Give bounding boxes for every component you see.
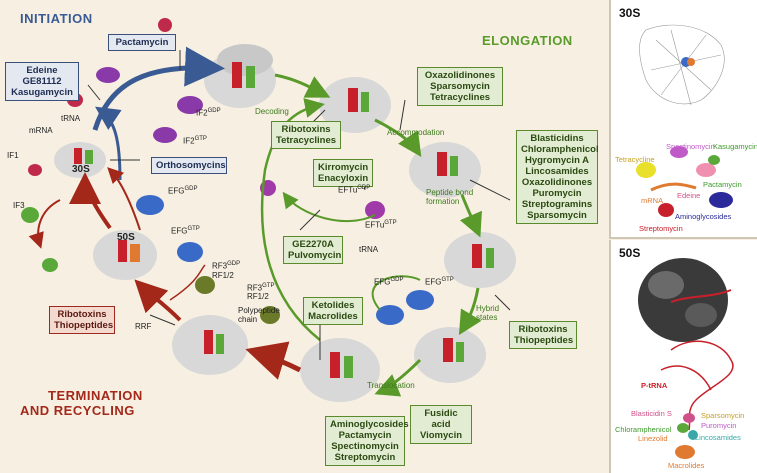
rf3gtp-label: RF3GTP <box>247 283 275 293</box>
peptide-bond-label: Peptide bond <box>426 188 474 197</box>
mrna-panel-label: mRNA <box>641 196 664 205</box>
pactamycin-label: Pactamycin <box>703 180 742 189</box>
chain-label: chain <box>238 315 258 324</box>
panel-30s: 30S Spectinomycin Kasugamycin Tetracycli… <box>609 0 757 239</box>
trna2-label: tRNA <box>359 245 379 254</box>
panel-30s-title: 30S <box>619 6 641 20</box>
if2gdp-label: IF2GDP <box>196 108 221 118</box>
formation-label: formation <box>426 197 460 206</box>
blasticidin-label: Blasticidin S <box>631 409 672 418</box>
structure-50s <box>638 258 734 459</box>
kasugamycin-label: Kasugamycin <box>713 142 757 151</box>
streptomycin-label: Streptomycin <box>639 224 683 233</box>
50s-label: 50S <box>117 232 135 243</box>
panel-50s-title: 50S <box>619 246 641 260</box>
accommodation-label: Accommodation <box>387 128 445 137</box>
eftu-gdp-label: EFTuGDP <box>338 185 371 195</box>
if3-label: IF3 <box>13 201 25 210</box>
aminoglycosides-label: Aminoglycosides <box>675 212 732 221</box>
puromycin-label: Puromycin <box>701 421 737 430</box>
translocation-label: Translocation <box>367 381 415 390</box>
linezolid-label: Linezolid <box>638 434 668 443</box>
chloramphenicol-label: Chloramphenicol <box>615 425 672 434</box>
efg-gdp2-label: EFGGDP <box>374 277 404 287</box>
if1-label: IF1 <box>7 151 19 160</box>
panel-50s: 50S P-tRNA Blasticidin S Sparsomycin Pur… <box>609 240 757 473</box>
efg-gtp-label: EFGGTP <box>171 226 200 236</box>
efg-gtp2-label: EFGGTP <box>425 277 454 287</box>
initiation-title: INITIATION <box>20 11 93 26</box>
hybrid-label: Hybrid <box>476 304 500 313</box>
polypeptide-label: Polypeptide <box>238 306 280 315</box>
states-label: states <box>476 313 498 322</box>
macrolides-label: Macrolides <box>668 461 705 470</box>
sparsomycin-label: Sparsomycin <box>701 411 745 420</box>
decoding-label: Decoding <box>255 107 289 116</box>
diagram-arrows <box>21 18 516 402</box>
mrna-label: mRNA <box>29 126 53 135</box>
30s-label: 30S <box>72 164 90 175</box>
eftu-gtp-label: EFTuGTP <box>365 220 397 230</box>
rf12b-label: RF1/2 <box>247 292 269 301</box>
spectinomycin-label: Spectinomycin <box>666 142 715 151</box>
trna-label: tRNA <box>61 114 81 123</box>
tetracycline-label: Tetracycline <box>615 155 655 164</box>
efg-gdp-label: EFGGDP <box>168 186 198 196</box>
ptrna-label: P-tRNA <box>641 381 668 390</box>
box-orthosomycins: Orthosomycins <box>151 157 227 174</box>
lincosamides-label: Lincosamides <box>695 433 741 442</box>
if2gtp-label: IF2GTP <box>183 136 207 146</box>
elongation-title: ELONGATION <box>482 33 573 48</box>
structure-30s <box>636 24 733 217</box>
box-pactamycin: Pactamycin <box>108 34 176 51</box>
edeine-label: Edeine <box>677 191 701 200</box>
rrf-label: RRF <box>135 322 152 331</box>
translation-cycle-diagram: INITIATION ELONGATION TERMINATION AND RE… <box>5 11 599 466</box>
recycling-title: AND RECYCLING <box>20 403 135 418</box>
rf3gdp-label: RF3GDP <box>212 261 241 271</box>
rf12-label: RF1/2 <box>212 271 234 280</box>
termination-title: TERMINATION <box>48 388 143 403</box>
